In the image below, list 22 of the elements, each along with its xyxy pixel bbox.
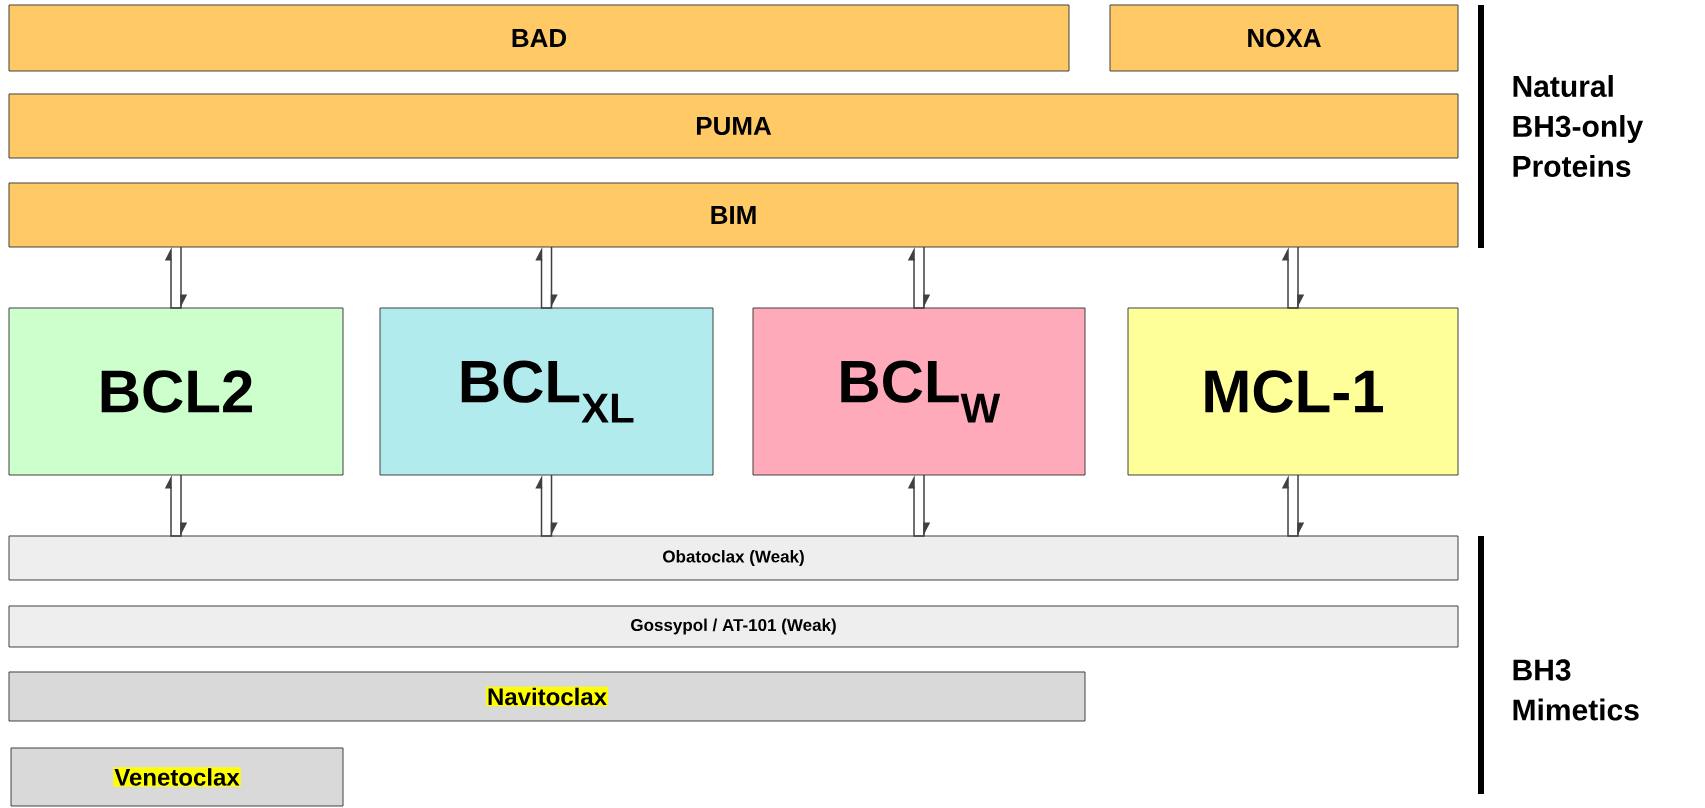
equilibrium-arrow: [1281, 246, 1305, 309]
drug-bar: Obatoclax (Weak): [8, 535, 1459, 581]
equilibrium-arrow: [907, 474, 931, 537]
equilibrium-arrow: [1281, 474, 1305, 537]
side-label: Natural BH3-only Proteins: [1513, 75, 1644, 177]
protein-box: BCL2: [8, 307, 344, 476]
side-label: BH3 Mimetics: [1513, 659, 1639, 721]
equilibrium-arrow: [164, 246, 188, 309]
drug-bar: Venetoclax: [10, 747, 344, 807]
protein-bar: PUMA: [8, 93, 1459, 159]
equilibrium-arrow: [907, 246, 931, 309]
protein-bar: BAD: [8, 4, 1070, 72]
equilibrium-arrow: [535, 474, 558, 537]
protein-bar: BIM: [8, 182, 1459, 248]
drug-bar: Navitoclax: [8, 671, 1086, 722]
equilibrium-arrow: [164, 474, 188, 537]
protein-box: BCL$_{W}$: [752, 307, 1086, 476]
protein-bar: NOXA: [1109, 4, 1459, 72]
equilibrium-arrow: [535, 246, 558, 309]
protein-box: MCL-1: [1127, 307, 1459, 476]
drug-bar: Gossypol / AT-101 (Weak): [8, 605, 1459, 648]
protein-box: BCL$_{XL}$: [379, 307, 714, 476]
